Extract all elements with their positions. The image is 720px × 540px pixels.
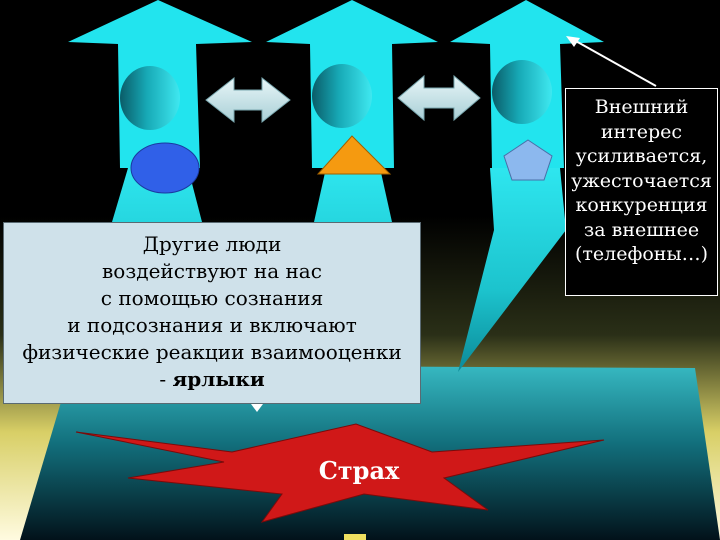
right-text-box: Внешний интерес усиливается, ужесточаетс… — [565, 88, 718, 296]
left-box-line: Другие люди — [142, 232, 282, 256]
pentagon-shape — [503, 139, 553, 181]
double-arrow-right — [397, 74, 481, 122]
right-box-line: (телефоны…) — [575, 243, 708, 265]
pointer-marker — [251, 404, 263, 412]
right-box-line: ужесточается — [571, 169, 712, 192]
right-box-line: усиливается, — [575, 145, 708, 167]
left-box-line: воздействуют на нас — [102, 259, 322, 283]
pointer-line — [573, 39, 657, 87]
right-box-line: интерес — [600, 120, 683, 143]
circle-shape — [130, 142, 200, 194]
right-box-line: Внешний — [594, 96, 689, 118]
bottom-mark — [344, 534, 366, 540]
triangle-shape — [316, 135, 392, 175]
fear-starburst — [75, 423, 605, 523]
fear-label: Страх — [318, 456, 400, 485]
figure-2-head — [312, 64, 372, 128]
left-box-bold-word: ярлыки — [172, 367, 265, 391]
left-box-line: физические реакции взаимооценки — [22, 340, 402, 364]
figure-3 — [450, 0, 604, 372]
left-text-box: Другие люди воздействуют на нас с помощь… — [3, 222, 421, 404]
figure-3-head — [492, 60, 552, 124]
double-arrow-left — [205, 76, 291, 124]
figure-1-head — [120, 66, 180, 130]
pointer-arrowhead — [566, 36, 580, 47]
left-box-dash: - — [159, 367, 173, 391]
left-box-line: и подсознания и включают — [67, 313, 357, 337]
figure-3-body — [458, 168, 566, 372]
left-box-last-line: - ярлыки — [4, 366, 420, 393]
left-box-line: с помощью сознания — [100, 286, 324, 310]
right-box-line: конкуренция — [575, 194, 708, 216]
right-box-line: за внешнее — [583, 218, 700, 241]
